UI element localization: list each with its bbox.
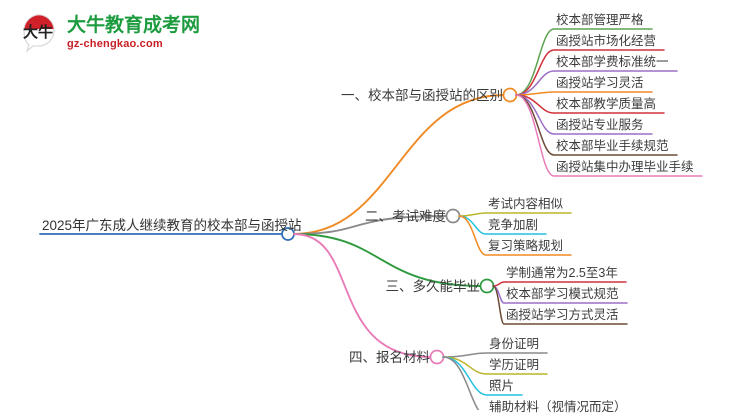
site-logo: 大牛 大牛教育成考网 gz-chengkao.com bbox=[18, 8, 208, 58]
leaf-label-1-8[interactable]: 函授站集中办理毕业手续 bbox=[556, 160, 694, 174]
leaf-label-4-2[interactable]: 学历证明 bbox=[489, 358, 540, 372]
leaf-label-1-5[interactable]: 校本部教学质量高 bbox=[556, 97, 657, 111]
branch-label-1[interactable]: 一、校本部与函授站的区别 bbox=[341, 88, 503, 103]
svg-text:大牛: 大牛 bbox=[23, 23, 53, 41]
leaf-label-1-4[interactable]: 函授站学习灵活 bbox=[556, 76, 644, 90]
leaf-label-1-7[interactable]: 校本部毕业手续规范 bbox=[556, 139, 669, 153]
branch-label-4[interactable]: 四、报名材料 bbox=[349, 350, 430, 365]
logo-title: 大牛教育成考网 bbox=[67, 15, 201, 36]
leaf-label-2-1[interactable]: 考试内容相似 bbox=[488, 197, 564, 211]
leaf-label-1-1[interactable]: 校本部管理严格 bbox=[556, 13, 644, 27]
logo-subtitle: gz-chengkao.com bbox=[67, 38, 163, 50]
logo-mark-icon: 大牛 bbox=[18, 12, 60, 54]
leaf-label-2-2[interactable]: 竞争加剧 bbox=[488, 218, 539, 232]
root-node-label[interactable]: 2025年广东成人继续教育的校本部与函授站 bbox=[42, 218, 302, 233]
leaf-label-3-2[interactable]: 校本部学习模式规范 bbox=[506, 287, 619, 301]
leaf-label-1-6[interactable]: 函授站专业服务 bbox=[556, 118, 644, 132]
branch-label-3[interactable]: 三、多久能毕业 bbox=[385, 279, 481, 294]
logo-wordmark: 大牛教育成考网 gz-chengkao.com bbox=[67, 16, 200, 50]
leaf-label-3-3[interactable]: 函授站学习方式灵活 bbox=[506, 308, 619, 322]
leaf-label-4-1[interactable]: 身份证明 bbox=[489, 337, 540, 351]
leaf-label-3-1[interactable]: 学制通常为2.5至3年 bbox=[506, 266, 618, 280]
leaf-label-4-3[interactable]: 照片 bbox=[489, 379, 515, 393]
leaf-label-2-3[interactable]: 复习策略规划 bbox=[488, 239, 564, 253]
branch-label-2[interactable]: 二、考试难度 bbox=[365, 209, 446, 224]
leaf-label-1-2[interactable]: 函授站市场化经营 bbox=[556, 34, 657, 48]
leaf-label-4-4[interactable]: 辅助材料（视情况而定） bbox=[489, 400, 627, 414]
leaf-label-1-3[interactable]: 校本部学费标准统一 bbox=[556, 55, 669, 69]
